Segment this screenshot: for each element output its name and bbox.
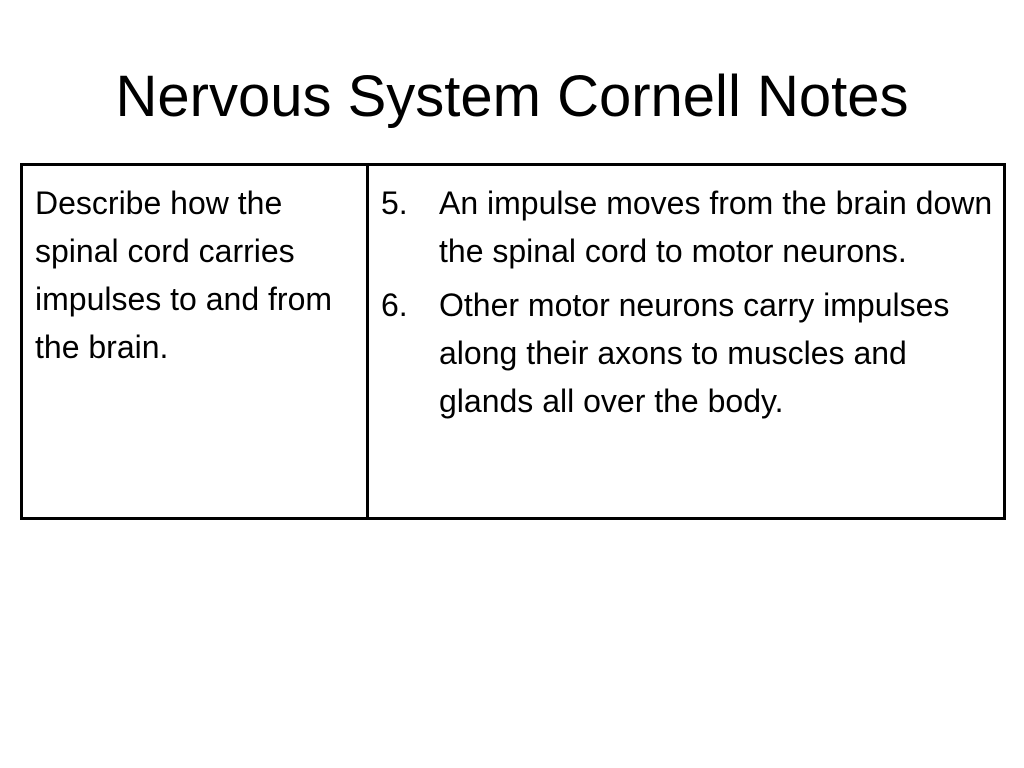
slide-title: Nervous System Cornell Notes bbox=[115, 64, 909, 129]
list-item: 5. An impulse moves from the brain down … bbox=[381, 179, 993, 275]
note-number: 5. bbox=[381, 185, 408, 221]
cue-question: Describe how the spinal cord carries imp… bbox=[35, 185, 333, 365]
cornell-notes-table: Describe how the spinal cord carries imp… bbox=[20, 163, 1006, 520]
note-text: Other motor neurons carry impulses along… bbox=[439, 287, 950, 419]
list-item: 6. Other motor neurons carry impulses al… bbox=[381, 281, 993, 425]
table-row: Describe how the spinal cord carries imp… bbox=[20, 163, 1006, 520]
notes-column: 5. An impulse moves from the brain down … bbox=[366, 163, 1006, 520]
note-text: An impulse moves from the brain down the… bbox=[439, 185, 993, 269]
cue-column: Describe how the spinal cord carries imp… bbox=[20, 163, 369, 520]
notes-list: 5. An impulse moves from the brain down … bbox=[369, 166, 1003, 425]
note-number: 6. bbox=[381, 287, 408, 323]
